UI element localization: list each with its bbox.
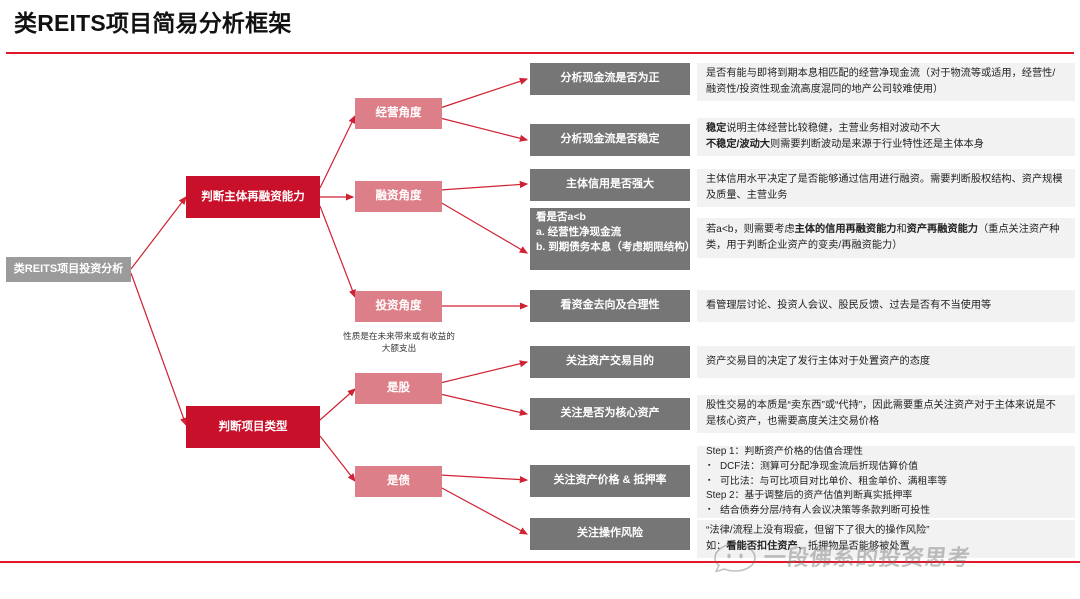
desc-panel-cashflow-positive: 是否有能与即将到期本息相匹配的经营净现金流（对于物流等或适用，经营性/融资性/投… [697,63,1075,101]
item-node-fund-usage[interactable]: 看资金去向及合理性 [530,290,690,322]
item-node-cashflow-positive[interactable]: 分析现金流是否为正 [530,63,690,95]
item-node-asset-deal-purpose[interactable]: 关注资产交易目的 [530,346,690,378]
investing-note: 性质是在未来带来或有收益的大额支出 [343,331,455,354]
perspective-node-financing[interactable]: 融资角度 [355,181,442,212]
desc-panel-credit-strength: 主体信用水平决定了是否能够通过信用进行融资。需要判断股权结构、资产规模及质量、主… [697,169,1075,207]
branch-node-refinancing[interactable]: 判断主体再融资能力 [186,176,320,218]
branch-node-project-type[interactable]: 判断项目类型 [186,406,320,448]
title-divider [6,52,1074,54]
item-node-a-lt-b[interactable]: 看是否a<b a. 经营性净现金流 b. 到期债务本息（考虑期限结构） [530,208,696,270]
desc-panel-a-lt-b: 若a<b，则需要考虑主体的信用再融资能力和资产再融资能力（重点关注资产种类，用于… [697,218,1075,258]
desc-panel-asset-price-ltv: Step 1：判断资产价格的估值合理性▪DCF法：测算可分配净现金流后折现估算价… [697,446,1075,518]
root-node[interactable]: 类REITS项目投资分析 [6,257,131,282]
desc-panel-fund-usage: 看管理层讨论、投资人会议、股民反馈、过去是否有不当使用等 [697,290,1075,322]
a-lt-b-line-3: b. 到期债务本息（考虑期限结构） [536,240,696,253]
item-node-operational-risk[interactable]: 关注操作风险 [530,518,690,550]
perspective-node-operating[interactable]: 经营角度 [355,98,442,129]
desc-panel-core-asset: 股性交易的本质是“卖东西”或“代持”，因此需要重点关注资产对于主体来说是不是核心… [697,395,1075,433]
item-node-cashflow-stable[interactable]: 分析现金流是否稳定 [530,124,690,156]
desc-panel-cashflow-stable: 稳定说明主体经营比较稳健，主营业务相对波动不大不稳定/波动大则需要判断波动是来源… [697,118,1075,156]
item-node-core-asset[interactable]: 关注是否为核心资产 [530,398,690,430]
page-title: 类REITS项目简易分析框架 [14,10,292,36]
a-lt-b-line-2: a. 经营性净现金流 [536,225,622,238]
bottom-divider [0,561,1080,563]
perspective-node-investing[interactable]: 投资角度 [355,291,442,322]
item-node-credit-strength[interactable]: 主体信用是否强大 [530,169,690,201]
desc-panel-operational-risk: “法律/流程上没有瑕疵，但留下了很大的操作风险”如：看能否扣住资产、抵押物是否能… [697,520,1075,558]
item-node-asset-price-ltv[interactable]: 关注资产价格 & 抵押率 [530,465,690,497]
a-lt-b-line-1: 看是否a<b [536,211,586,223]
desc-panel-asset-deal-purpose: 资产交易目的决定了发行主体对于处置资产的态度 [697,346,1075,378]
perspective-node-equity[interactable]: 是股 [355,373,442,404]
perspective-node-debt[interactable]: 是债 [355,466,442,497]
